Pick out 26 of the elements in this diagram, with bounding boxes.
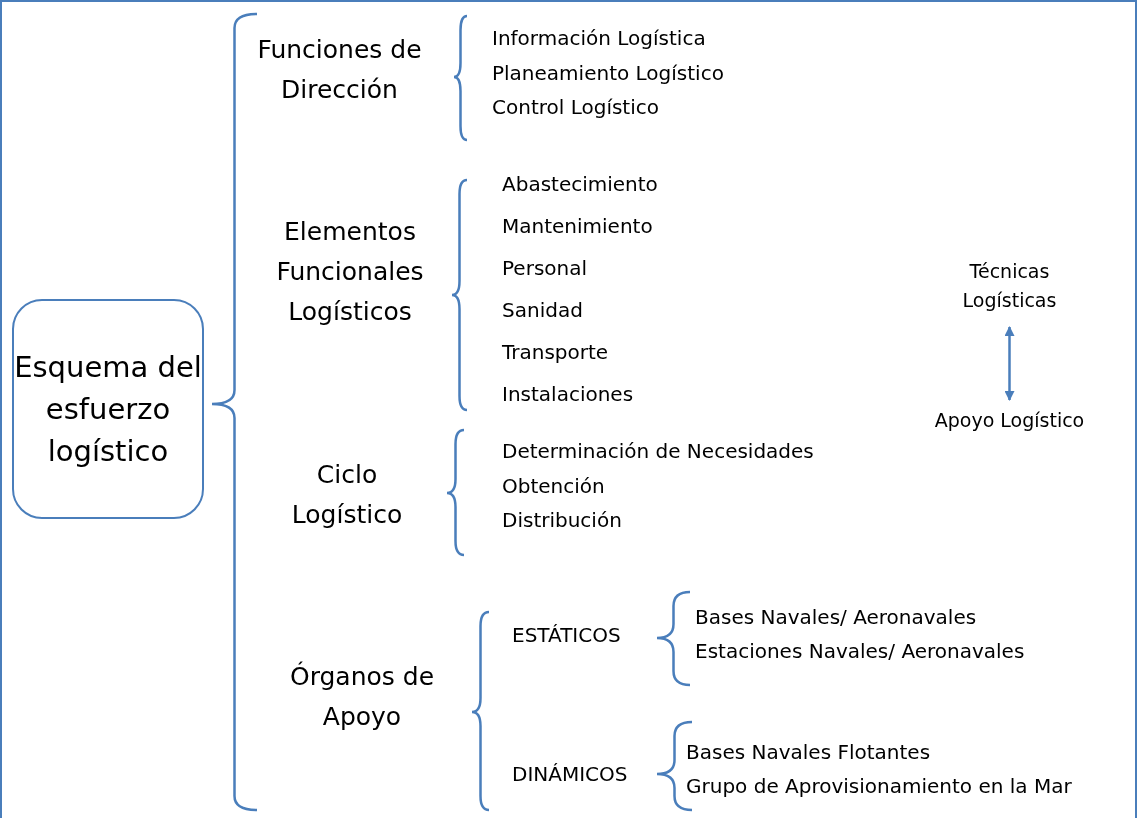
item-label: Bases Navales Flotantes <box>686 739 931 766</box>
item-label: Sanidad <box>502 297 583 324</box>
item-label: Grupo de Aprovisionamiento en la Mar <box>686 773 1072 800</box>
subcategory-label: DINÁMICOS <box>512 761 628 788</box>
item-label: Personal <box>502 255 588 282</box>
item-label: Distribución <box>502 507 622 534</box>
item-label: Determinación de Necesidades <box>502 438 814 465</box>
item-label: Bases Navales/ Aeronavales <box>695 604 977 631</box>
item-label: Instalaciones <box>502 381 634 408</box>
item-label: Mantenimiento <box>502 213 653 240</box>
node-text: Apoyo Logístico <box>932 406 1087 435</box>
item-label: Información Logística <box>492 25 706 52</box>
category-label: Órganos de Apoyo <box>288 660 436 733</box>
category-label: Elementos Funcionales Logísticos <box>275 216 425 328</box>
double-arrow <box>1004 326 1015 401</box>
category-label: Funciones de Dirección <box>256 34 423 106</box>
category-label: Ciclo Logístico <box>290 459 404 531</box>
node-text: Técnicas Logísticas <box>932 257 1087 314</box>
item-label: Planeamiento Logístico <box>492 60 724 87</box>
item-label: Obtención <box>502 473 605 500</box>
item-label: Control Logístico <box>492 94 659 121</box>
item-label: Abastecimiento <box>502 171 658 198</box>
item-label: Transporte <box>502 339 609 366</box>
rounded-box: Esquema del esfuerzo logístico <box>12 299 204 519</box>
subcategory-label: ESTÁTICOS <box>512 622 621 649</box>
item-label: Estaciones Navales/ Aeronavales <box>695 638 1025 665</box>
